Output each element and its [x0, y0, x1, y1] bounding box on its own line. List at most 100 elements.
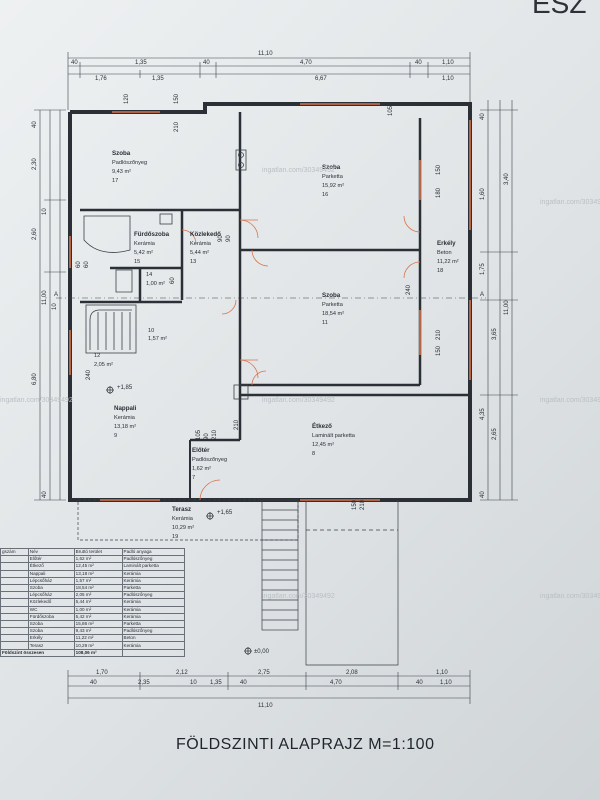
bathroom-fixtures	[83, 149, 249, 400]
room-name: Terasz	[172, 506, 191, 513]
room-label: Közlekedő Kerámia 5,44 m² 13	[190, 231, 221, 265]
dim-top: 1,35	[135, 60, 147, 66]
dim-bottom: 2,35	[138, 680, 150, 686]
table-cell: 1,00 m²	[73, 605, 123, 614]
area-table: gszám Név Bruttó terület Padló anyaga El…	[0, 547, 186, 657]
room-name: Étkező	[312, 422, 332, 430]
room-num: 19	[172, 534, 178, 540]
total-label: Földszint összesen	[0, 648, 75, 657]
room-label: Előtér Padlószőnyeg 1,62 m² 7	[192, 447, 227, 481]
table-header: Padló anyaga	[121, 547, 186, 557]
corner-text: ESZ	[532, 0, 587, 19]
table-cell: Lépcsőház	[27, 591, 75, 600]
dim-top-overall: 11,10	[258, 51, 273, 57]
room-area: 18,54 m²	[322, 311, 344, 317]
dim-left: 11,00	[42, 290, 48, 305]
dim-left: 6,80	[32, 373, 38, 385]
room-label: Étkező Laminált parketta 12,45 m² 8	[312, 422, 356, 457]
page-title: FÖLDSZINTI ALAPRAJZ M=1:100	[176, 736, 435, 753]
room-label: 14 1,00 m²	[146, 272, 165, 287]
room-num: 9	[114, 433, 117, 439]
room-label: Szoba Parketta 18,54 m² 11	[322, 292, 344, 326]
room-num: 16	[322, 192, 328, 198]
table-cell	[0, 634, 29, 643]
dim-right: 4,35	[480, 408, 486, 420]
dim-right: 40	[480, 113, 486, 120]
room-area: 11,22 m²	[437, 259, 459, 265]
table-cell: Padlószőnyeg	[121, 555, 186, 564]
table-cell: Kerámia	[121, 641, 186, 650]
dim-left: 40	[42, 491, 48, 498]
room-num: 14	[146, 272, 152, 278]
table-cell: Erkély	[27, 634, 75, 643]
table-header: Név	[27, 547, 75, 557]
table-cell: 1,62 m²	[73, 555, 123, 564]
table-cell	[0, 555, 29, 564]
room-name: Közlekedő	[190, 231, 221, 238]
dim-top: 1,35	[152, 76, 164, 82]
room-label: 12 2,05 m²	[94, 353, 113, 368]
table-cell	[0, 591, 29, 600]
doors	[181, 215, 421, 501]
room-area: 13,18 m²	[114, 424, 136, 430]
table-cell: 13,18 m²	[73, 569, 123, 578]
dim-bottom: 40	[416, 680, 423, 686]
total-value: 108,06 m²	[73, 648, 123, 657]
room-label: Nappali Kerámia 13,18 m² 9	[114, 405, 137, 439]
table-cell: Közlekedő	[27, 598, 75, 607]
dim-bottom: 2,75	[258, 670, 270, 676]
table-cell: Szoba	[27, 619, 75, 629]
table-cell: 12,45 m²	[73, 562, 123, 571]
table-cell	[0, 562, 29, 571]
window-label: 210	[174, 121, 180, 132]
room-name: Fürdőszoba	[134, 231, 170, 238]
room-floor: Padlószőnyeg	[112, 160, 147, 166]
room-num: 8	[312, 451, 315, 457]
dim-right: 2,65	[492, 428, 498, 440]
table-cell: 10,29 m²	[73, 641, 123, 650]
table-cell: Padlószőnyeg	[121, 591, 186, 600]
table-cell	[0, 598, 29, 607]
dim-left: 2,30	[32, 158, 38, 170]
room-name: Előtér	[192, 447, 210, 454]
room-area: 10,29 m²	[172, 525, 194, 531]
dim-right: 11,00	[504, 300, 510, 315]
section-marker-left: A	[54, 292, 58, 298]
dim-bottom: 1,70	[96, 670, 108, 676]
window-label: 150	[436, 345, 442, 356]
window-label: 120	[124, 93, 130, 104]
watermark: ingatlan.com/30349492	[540, 397, 600, 404]
watermark: ingatlan.com/30349492	[262, 593, 335, 600]
watermark: ingatlan.com/30349492	[262, 167, 335, 174]
room-floor: Parketta	[322, 302, 344, 308]
room-label: Fürdőszoba Kerámia 5,42 m² 15	[134, 231, 170, 265]
room-num: 12	[94, 353, 100, 359]
table-cell: 9,43 m²	[73, 627, 123, 636]
table-cell: Előtér	[27, 555, 75, 564]
table-cell: 18,54 m²	[73, 583, 123, 593]
room-area: 9,43 m²	[112, 169, 131, 175]
window-label: 60	[76, 261, 82, 268]
watermark: ingatlan.com/30349492	[262, 397, 335, 404]
dim-left: 10	[42, 208, 48, 215]
room-num: 10	[148, 328, 154, 334]
left-dimensions	[34, 109, 66, 501]
dim-top: 4,70	[300, 60, 312, 66]
room-area: 1,57 m²	[148, 336, 167, 342]
top-dimensions	[67, 52, 471, 110]
table-cell: WC	[27, 605, 75, 614]
room-area: 12,45 m²	[312, 442, 334, 448]
dim-top: 40	[71, 60, 78, 66]
table-cell	[0, 576, 29, 585]
table-cell	[0, 627, 29, 636]
window-label: 150	[352, 499, 358, 510]
room-area: 1,00 m²	[146, 281, 165, 287]
room-label: Terasz Kerámia 10,29 m² 19	[172, 506, 194, 540]
room-area: 15,92 m²	[322, 183, 344, 189]
